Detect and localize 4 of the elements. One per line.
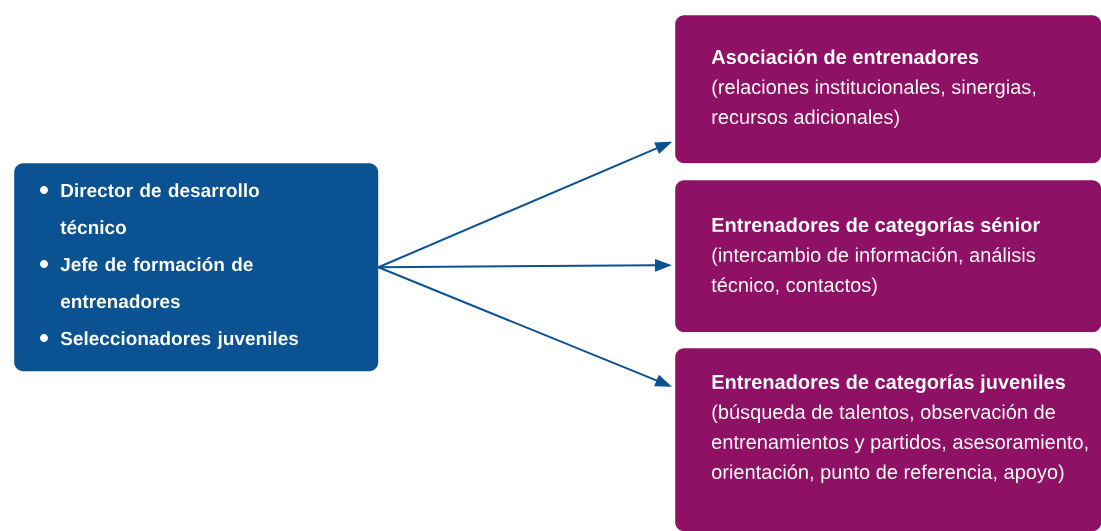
process-box: Entrenadores de categorías sénior (intercambio de información, análisis técnico, contactos) [675, 180, 1101, 333]
process-box: Asociación de entrenadores (relaciones institucionales, sinergias, recursos adicionales) [675, 15, 1101, 164]
bullet-list-box: Director de desarrollo técnico Jefe de formación de entrenadores Seleccionadores juveniles [14, 163, 379, 372]
process-box: Entrenadores de categorías juveniles (búsqueda de talentos, observación de entrenamientos y partidos, asesoramiento, orientación, punto de referencia, apoyo) [675, 348, 1101, 531]
